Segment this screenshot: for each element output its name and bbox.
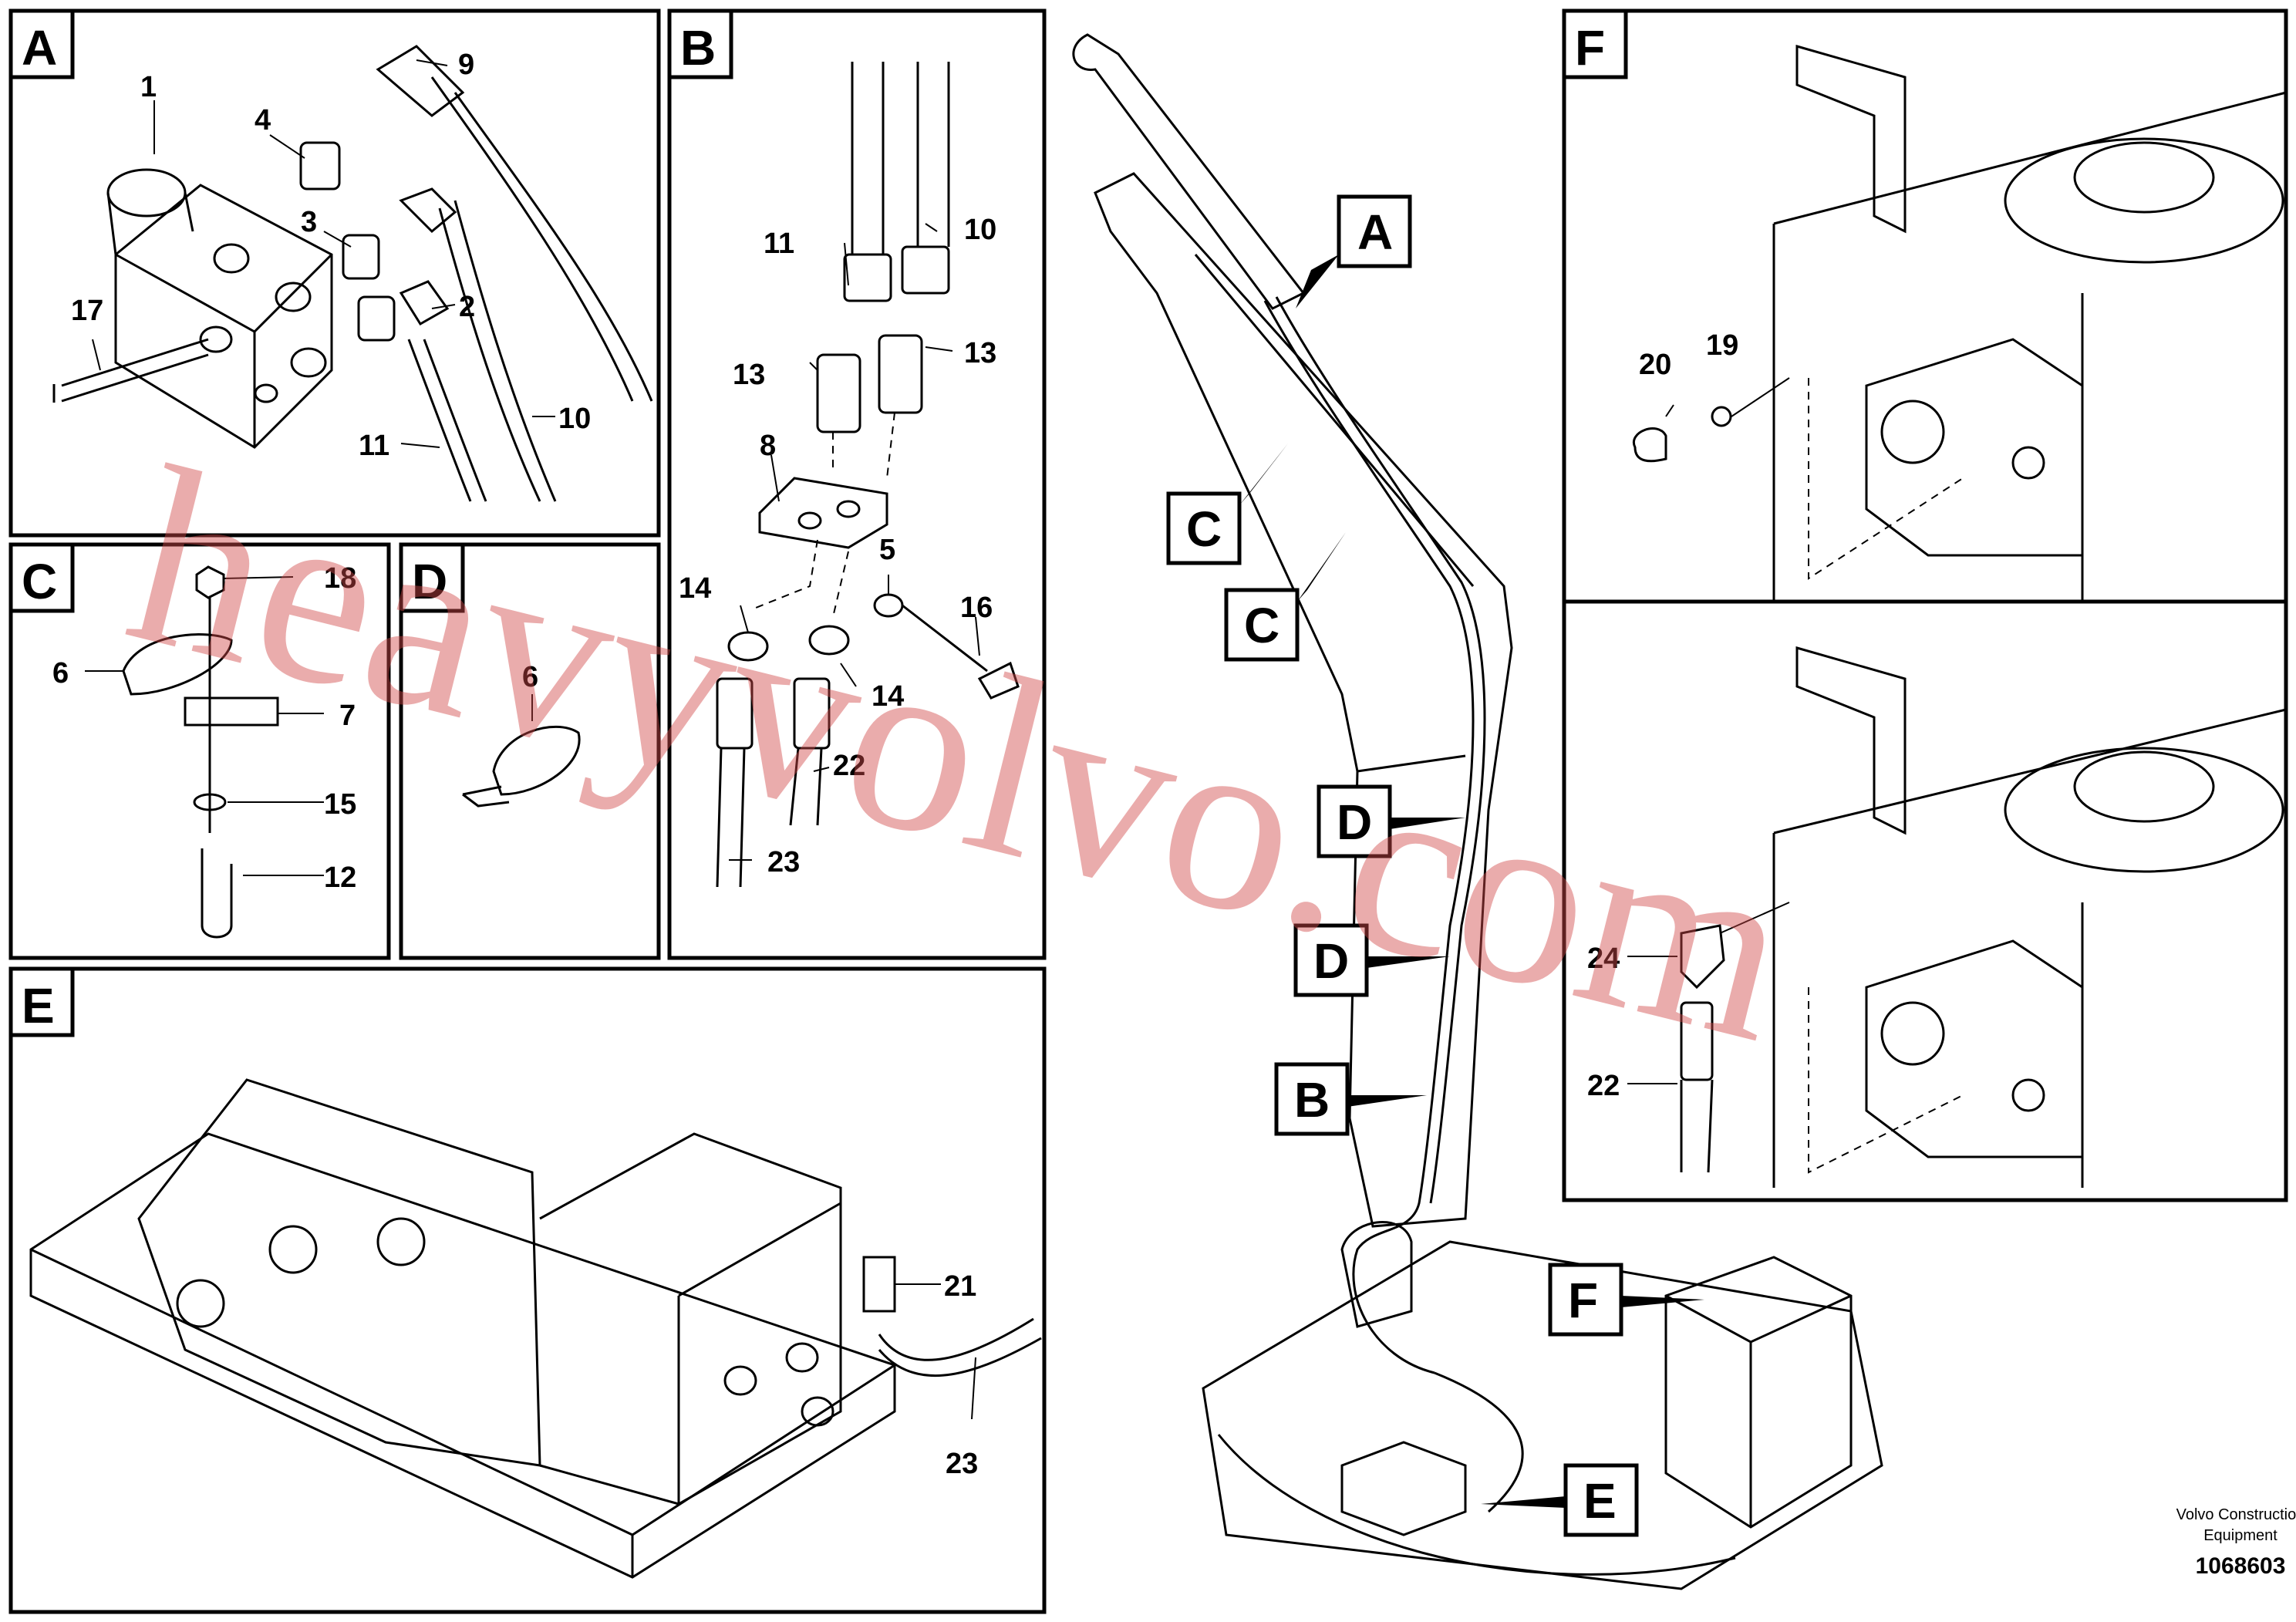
panel-b-letter: B [680,20,716,76]
panel-c: C 18 6 7 15 12 [8,542,391,960]
footer-company-2: Equipment [2203,1527,2277,1544]
label-a-2: 2 [459,291,475,323]
label-d-6: 6 [522,661,538,693]
panel-a-letter: A [22,20,57,76]
panel-e-letter: E [22,978,55,1034]
callout-d2: D [1293,923,1450,997]
callout-f: F [1548,1263,1704,1337]
label-c-15: 15 [324,788,356,821]
panel-f: F 20 19 24 22 [1562,8,2288,1202]
svg-text:F: F [1568,1273,1598,1328]
panel-e: E 21 23 [8,966,1047,1614]
panel-d: D 6 [399,542,661,960]
panel-a: A 1 4 9 3 2 17 11 10 [8,8,661,538]
label-b-14a: 14 [679,572,711,605]
excavator-overview [1072,33,1883,1590]
label-a-10: 10 [558,403,591,435]
label-e-21: 21 [944,1270,976,1303]
label-c-7: 7 [339,700,356,732]
label-b-23: 23 [767,846,800,878]
svg-text:B: B [1294,1072,1330,1128]
panel-c-letter: C [22,554,57,609]
label-b-13b: 13 [964,337,996,369]
svg-text:D: D [1337,794,1372,850]
label-e-23: 23 [946,1448,978,1480]
svg-text:C: C [1186,501,1222,557]
watermark: heavyvolvo.com [107,413,1815,1095]
callout-e: E [1481,1463,1639,1537]
label-a-11: 11 [359,430,389,462]
callout-b: B [1274,1062,1427,1136]
label-f-22: 22 [1587,1070,1620,1102]
callout-c2: C [1224,532,1346,662]
label-a-3: 3 [301,206,317,238]
label-f-24: 24 [1587,943,1620,975]
callout-d1: D [1317,784,1465,858]
label-b-22: 22 [833,750,865,782]
label-b-13a: 13 [733,359,765,391]
label-a-9: 9 [458,49,474,81]
footer-company: Volvo Construction [2176,1506,2296,1523]
svg-text:E: E [1583,1473,1617,1529]
callout-c1: C [1166,443,1288,565]
label-c-18: 18 [324,562,356,595]
doc-number: 1068603 [2196,1553,2286,1579]
panel-d-letter: D [412,554,447,609]
label-b-14b: 14 [872,680,904,713]
label-f-19: 19 [1706,329,1738,362]
label-b-5: 5 [879,534,895,566]
label-c-12: 12 [324,862,356,894]
label-b-8: 8 [760,430,776,462]
panel-b: B 11 10 13 13 8 5 14 16 14 22 23 [667,8,1047,960]
label-b-11: 11 [764,228,794,260]
label-f-20: 20 [1639,349,1671,381]
svg-text:C: C [1244,598,1279,653]
svg-text:A: A [1357,204,1393,260]
label-b-10: 10 [964,214,996,246]
label-a-4: 4 [255,104,271,137]
label-a-17: 17 [71,295,103,327]
svg-text:D: D [1313,933,1349,989]
label-b-16: 16 [960,592,993,624]
label-a-1: 1 [140,71,157,103]
label-c-6: 6 [52,657,69,690]
panel-f-letter: F [1575,20,1605,76]
callout-a: A [1296,194,1412,309]
